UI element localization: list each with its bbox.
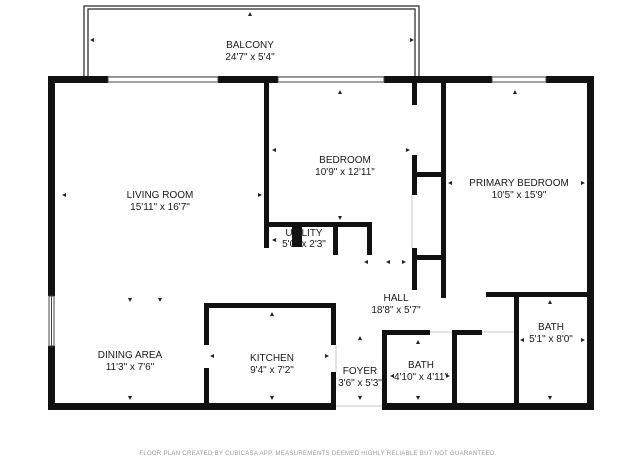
primary-bedroom-name: PRIMARY BEDROOM [469,178,569,189]
hall-name: HALL [383,293,408,304]
foyer-dims: 3'6" x 5'3" [338,378,382,389]
kitchen-name: KITCHEN [250,353,294,364]
exterior-walls [48,76,594,410]
balcony-dims: 24'7" x 5'4" [225,52,275,63]
utility-name: UTILITY [285,228,323,239]
bedroom-dims: 10'9" x 12'11" [315,167,375,178]
hall-dims: 18'8" x 5'7" [371,305,421,316]
dining-area-name: DINING AREA [98,350,163,361]
bedroom-name: BEDROOM [319,155,371,166]
bath-small-name: BATH [408,360,434,371]
bath-right-name: BATH [538,322,564,333]
bath-small-dims: 4'10" x 4'11" [394,372,449,383]
kitchen-dims: 9'4" x 7'2" [250,365,294,376]
balcony-name: BALCONY [226,40,274,51]
primary-bedroom-dims: 10'5" x 15'9" [492,190,547,201]
interior-walls [204,83,587,410]
footer-disclaimer: FLOOR PLAN CREATED BY CUBICASA APP. MEAS… [139,451,496,457]
living-room-name: LIVING ROOM [127,190,194,201]
foyer-name: FOYER [343,366,377,377]
utility-dims: 5'0" x 2'3" [282,239,326,250]
windows [48,76,547,347]
bath-right-dims: 5'1" x 8'0" [529,334,573,345]
living-room-dims: 15'11" x 16'7" [130,202,190,213]
dining-area-dims: 11'3" x 7'6" [106,362,155,373]
measure-arrows [62,12,585,400]
door-openings [335,195,514,407]
